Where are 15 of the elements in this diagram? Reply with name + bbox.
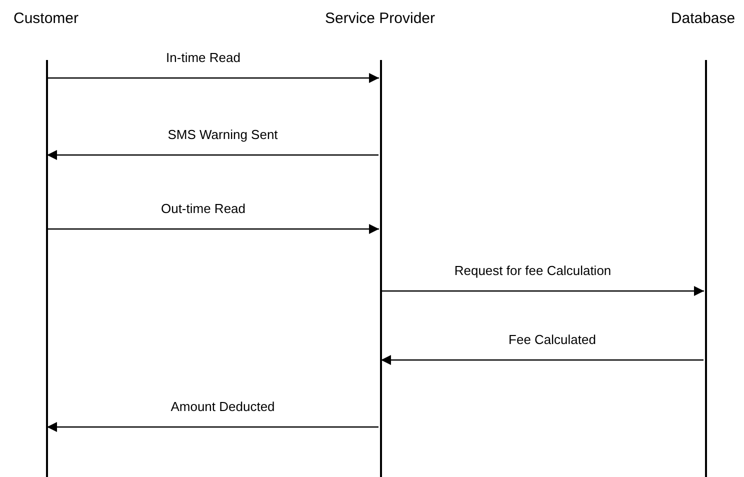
message-arrow xyxy=(382,286,704,296)
edge-label: Out-time Read xyxy=(160,201,247,216)
edge-label: Fee Calculated xyxy=(508,332,597,347)
participant-label: Database xyxy=(670,10,736,27)
edge-label: Amount Deducted xyxy=(170,399,276,414)
message-arrow xyxy=(48,73,379,83)
edge-label: Request for fee Calculation xyxy=(453,263,612,278)
participant-label: Customer xyxy=(13,10,79,27)
participant-label: Service Provider xyxy=(324,10,436,27)
edge-label: SMS Warning Sent xyxy=(166,127,279,142)
message-arrow xyxy=(47,150,378,160)
message-arrow xyxy=(47,422,378,432)
message-arrow xyxy=(48,224,379,234)
edge-label: In-time Read xyxy=(165,50,242,65)
message-arrow xyxy=(381,355,704,365)
